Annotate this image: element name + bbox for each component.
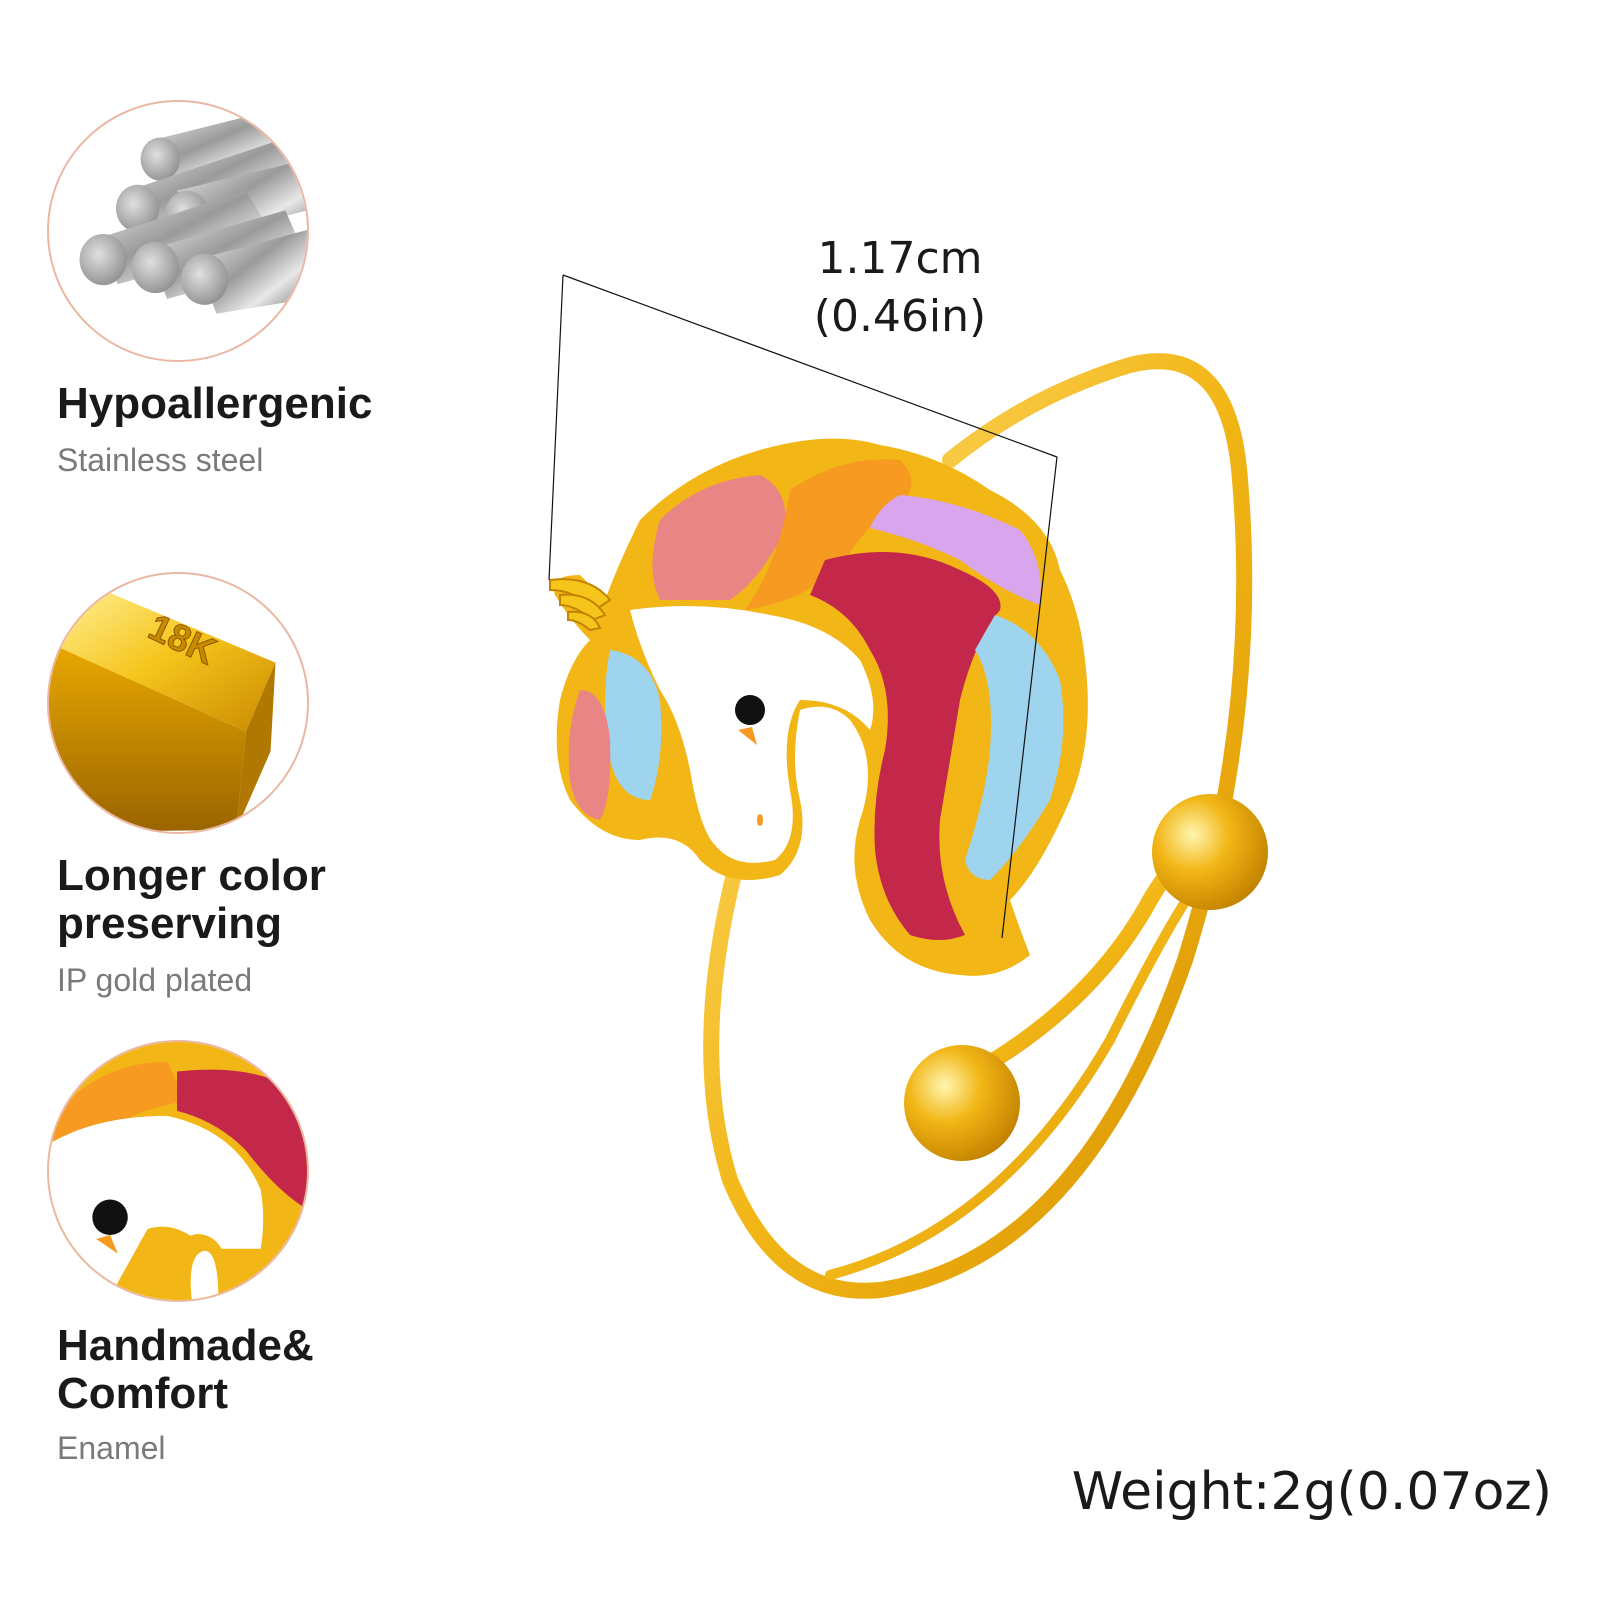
steel-circle [47, 100, 309, 362]
feature-subtitle-enamel: Enamel [57, 1430, 166, 1466]
gold-circle: 18K [47, 572, 309, 834]
dimension-label: 1.17cm (0.46in) [700, 230, 1100, 346]
feature-title-line2: Comfort [57, 1369, 229, 1418]
feature-subtitle-stainless-steel: Stainless steel [57, 442, 264, 478]
gold-bar-icon: 18K [49, 583, 276, 832]
enamel-circle [47, 1040, 309, 1302]
weight-label: Weight:2g(0.07oz) [1071, 1462, 1552, 1522]
dimension-metric: 1.17cm [817, 233, 983, 284]
dimension-guide-lines [548, 274, 1058, 939]
feature-title-line2: preserving [57, 899, 282, 948]
feature-title-hypoallergenic: Hypoallergenic [57, 379, 373, 428]
feature-title-handmade: Handmade& Comfort [57, 1322, 314, 1418]
ring-band [703, 353, 1253, 1299]
feature-title-line1: Handmade& [57, 1321, 314, 1370]
ring-ball-bottom [904, 1045, 1020, 1161]
unicorn-eye [735, 695, 765, 725]
unicorn-horn [549, 578, 612, 632]
unicorn-charm [549, 438, 1088, 976]
feature-subtitle-ip-gold: IP gold plated [57, 962, 253, 998]
ring-ball-top [1152, 794, 1268, 910]
enamel-closeup-icon [49, 1042, 307, 1300]
feature-title-longer-color: Longer color preserving [57, 852, 326, 948]
steel-rods-icon [79, 111, 307, 314]
feature-title-line1: Longer color [57, 851, 326, 900]
dimension-imperial: (0.46in) [813, 291, 987, 342]
